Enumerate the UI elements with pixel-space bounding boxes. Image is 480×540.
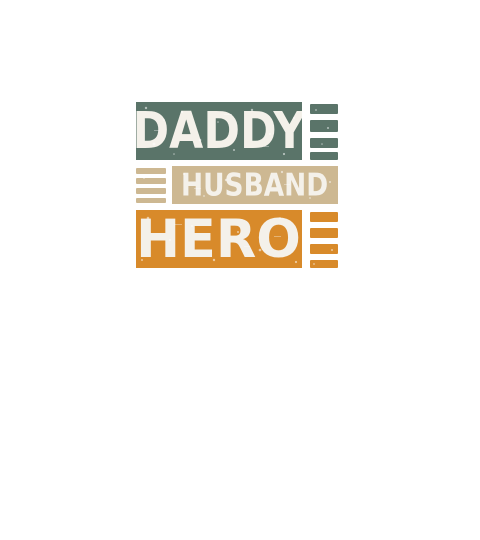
husband-bar-1: [136, 168, 166, 174]
hero-bar-4: [310, 260, 338, 268]
husband-side-bars: [136, 166, 168, 204]
hero-block: HERO: [136, 210, 302, 268]
hero-bar-3: [310, 244, 338, 254]
husband-bar-4: [136, 198, 166, 203]
daddy-side-bars: [306, 102, 338, 160]
hero-bar-2: [310, 228, 338, 238]
daddy-husband-hero-graphic: DADDY HUSBAND HERO: [134, 100, 340, 272]
daddy-bar-2: [310, 120, 338, 132]
husband-bar-3: [136, 188, 166, 194]
daddy-bar-3: [310, 138, 338, 148]
daddy-word: DADDY: [136, 102, 302, 160]
hero-word: HERO: [136, 210, 302, 268]
husband-bar-2: [136, 178, 166, 184]
husband-block: HUSBAND: [172, 166, 338, 204]
daddy-bar-1: [310, 104, 338, 114]
husband-word: HUSBAND: [181, 166, 329, 204]
hero-side-bars: [306, 210, 338, 268]
daddy-block: DADDY: [136, 102, 302, 160]
daddy-bar-4: [310, 152, 338, 160]
hero-bar-1: [310, 212, 338, 222]
